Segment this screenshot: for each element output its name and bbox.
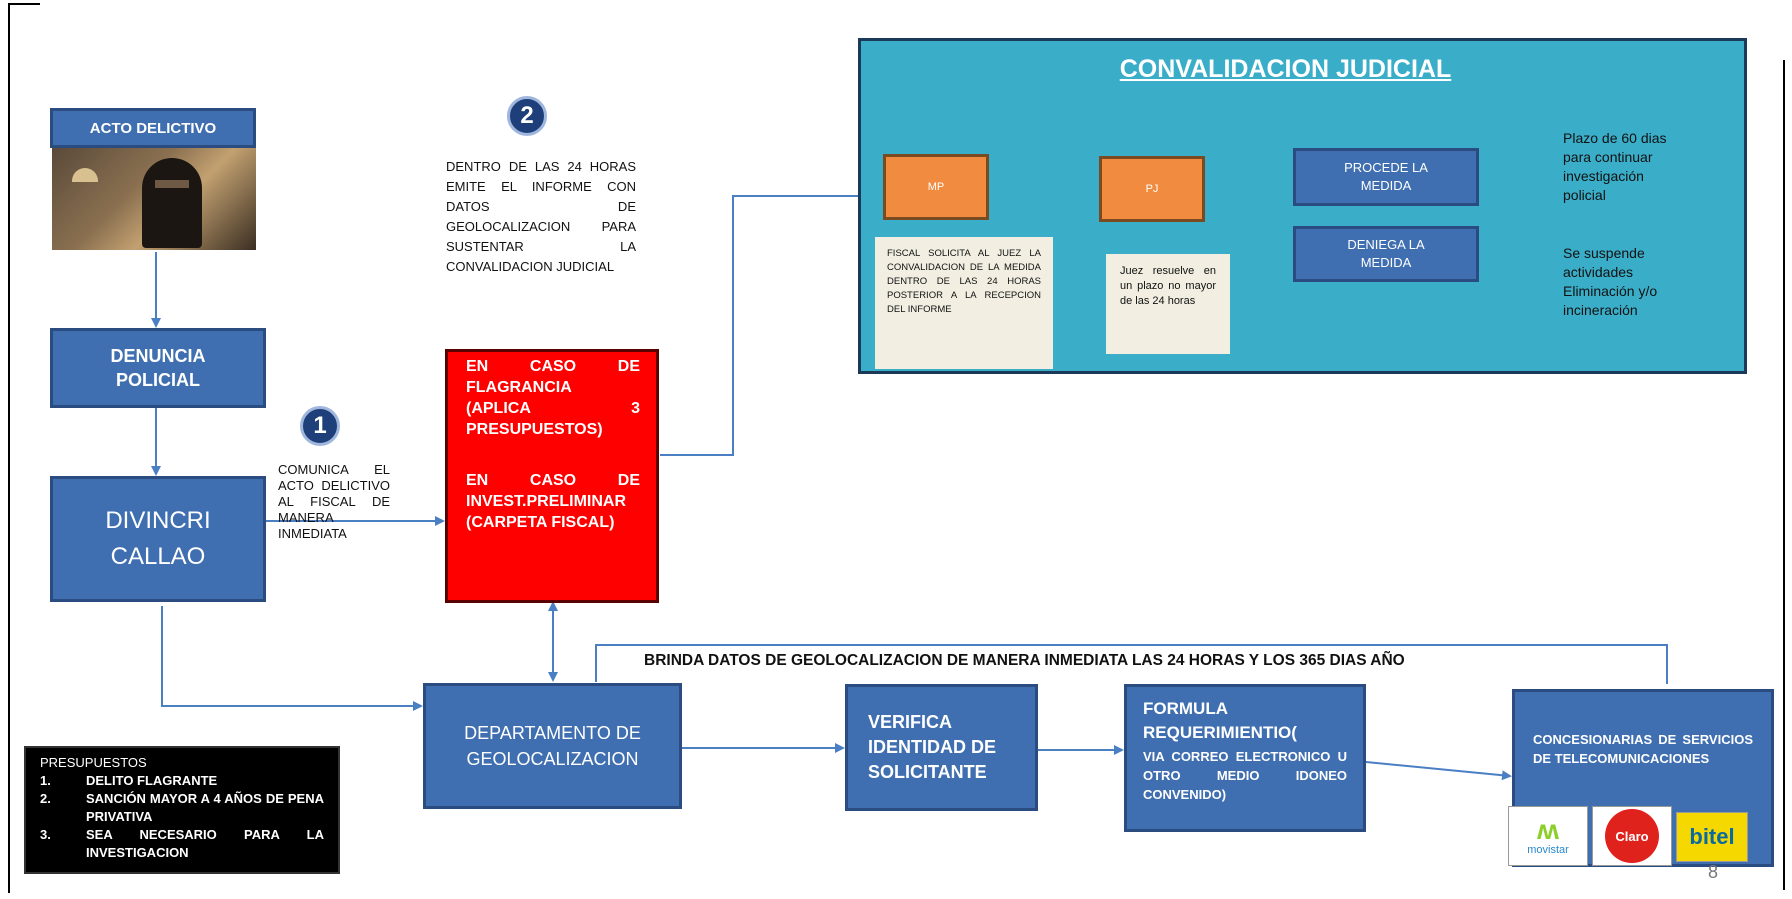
divincri-box: DIVINCRI CALLAO — [50, 476, 266, 602]
crime-photo — [52, 148, 256, 250]
movistar-logo-text: movistar — [1527, 844, 1569, 856]
page-number: 8 — [1708, 862, 1719, 882]
presupuesto-num: 3. — [40, 827, 51, 842]
step-2-number: 2 — [520, 102, 534, 129]
frame-right-line — [1783, 60, 1785, 890]
step-2-text: DENTRO DE LAS 24 HORAS EMITE EL INFORME … — [446, 159, 636, 274]
bitel-logo: bitel — [1676, 812, 1748, 862]
convalidacion-title: CONVALIDACION JUDICIAL — [1119, 55, 1452, 83]
procede-medida-box: PROCEDE LA MEDIDA — [1293, 148, 1479, 206]
presupuesto-item-1: 1. DELITO FLAGRANTE — [40, 772, 324, 790]
presupuesto-item-2: 2. SANCIÓN MAYOR A 4 AÑOS DE PENA PRIVAT… — [40, 790, 324, 826]
convalidacion-panel: CONVALIDACION JUDICIAL MP PJ PROCEDE LA … — [858, 38, 1747, 374]
step-1-badge: 1 — [300, 406, 340, 446]
departamento-label: DEPARTAMENTO DE GEOLOCALIZACION — [464, 723, 641, 769]
juez-note-text: Juez resuelve en un plazo no mayor de la… — [1120, 265, 1216, 307]
step-1-text: COMUNICA EL ACTO DELICTIVO AL FISCAL DE … — [278, 462, 390, 541]
pj-box: PJ — [1099, 156, 1205, 222]
claro-logo: Claro — [1592, 806, 1672, 866]
verifica-label: VERIFICA IDENTIDAD DE SOLICITANTE — [868, 712, 997, 782]
movistar-logo: ʍ movistar — [1508, 806, 1588, 866]
fiscal-note-text: FISCAL SOLICITA AL JUEZ LA CONVALIDACION… — [887, 248, 1041, 315]
pj-label: PJ — [1145, 183, 1159, 195]
presupuesto-item-3: 3. SEA NECESARIO PARA LA INVESTIGACION — [40, 826, 324, 862]
deniega-label: DENIEGA LA MEDIDA — [1347, 237, 1425, 270]
brinda-datos-text: BRINDA DATOS DE GEOLOCALIZACION DE MANER… — [644, 652, 1405, 669]
figure-silhouette — [142, 158, 202, 248]
mp-label: MP — [927, 181, 945, 193]
procede-label: PROCEDE LA MEDIDA — [1344, 160, 1428, 193]
step-2-badge: 2 — [507, 96, 547, 136]
formula-heading: FORMULA REQUERIMIENTIO( — [1143, 699, 1297, 742]
acto-delictivo-box: ACTO DELICTIVO — [50, 108, 256, 148]
fiscal-red-box: EN CASO DE FLAGRANCIA (APLICA 3 PRESUPUE… — [445, 349, 659, 603]
movistar-m-glyph: ʍ — [1537, 814, 1559, 845]
divincri-label: DIVINCRI CALLAO — [105, 507, 211, 570]
frame-left-line — [8, 3, 10, 893]
verifica-identidad-box: VERIFICA IDENTIDAD DE SOLICITANTE — [845, 684, 1038, 811]
bitel-logo-text: bitel — [1689, 824, 1735, 849]
step-1-number: 1 — [313, 412, 327, 439]
presupuesto-text: DELITO FLAGRANTE — [86, 773, 218, 788]
lamp-shape — [72, 168, 98, 182]
frame-top-line — [8, 3, 40, 5]
flagrancia-text: EN CASO DE FLAGRANCIA (APLICA 3 PRESUPUE… — [466, 358, 640, 438]
formula-requerimiento-box: FORMULA REQUERIMIENTIO( VIA CORREO ELECT… — [1124, 684, 1366, 832]
presupuesto-num: 2. — [40, 791, 51, 806]
departamento-geolocalizacion-box: DEPARTAMENTO DE GEOLOCALIZACION — [423, 683, 682, 809]
invest-preliminar-text: EN CASO DE INVEST.PRELIMINAR (CARPETA FI… — [466, 472, 640, 531]
plazo-text: Plazo de 60 dias para continuar investig… — [1563, 130, 1667, 203]
acto-delictivo-label: ACTO DELICTIVO — [89, 119, 217, 137]
presupuestos-title: PRESUPUESTOS — [40, 755, 147, 770]
mask-eyes — [155, 180, 189, 188]
presupuesto-text: SANCIÓN MAYOR A 4 AÑOS DE PENA PRIVATIVA — [86, 791, 324, 824]
claro-logo-text: Claro — [1615, 828, 1649, 844]
claro-circle: Claro — [1605, 809, 1659, 863]
denuncia-policial-box: DENUNCIA POLICIAL — [50, 328, 266, 408]
fiscal-note-box: FISCAL SOLICITA AL JUEZ LA CONVALIDACION… — [875, 237, 1053, 369]
formula-body: VIA CORREO ELECTRONICO U OTRO MEDIO IDON… — [1143, 749, 1347, 802]
presupuesto-num: 1. — [40, 773, 51, 788]
deniega-medida-box: DENIEGA LA MEDIDA — [1293, 226, 1479, 282]
suspende-text: Se suspende actividades Eliminación y/o … — [1563, 245, 1658, 318]
juez-note-box: Juez resuelve en un plazo no mayor de la… — [1106, 254, 1230, 354]
presupuesto-text: SEA NECESARIO PARA LA INVESTIGACION — [86, 827, 324, 860]
presupuestos-box: PRESUPUESTOS 1. DELITO FLAGRANTE 2. SANC… — [24, 746, 340, 874]
mp-box: MP — [883, 154, 989, 220]
denuncia-policial-label: DENUNCIA POLICIAL — [110, 346, 206, 390]
concesionarias-label: CONCESIONARIAS DE SERVICIOS DE TELECOMUN… — [1533, 732, 1753, 766]
